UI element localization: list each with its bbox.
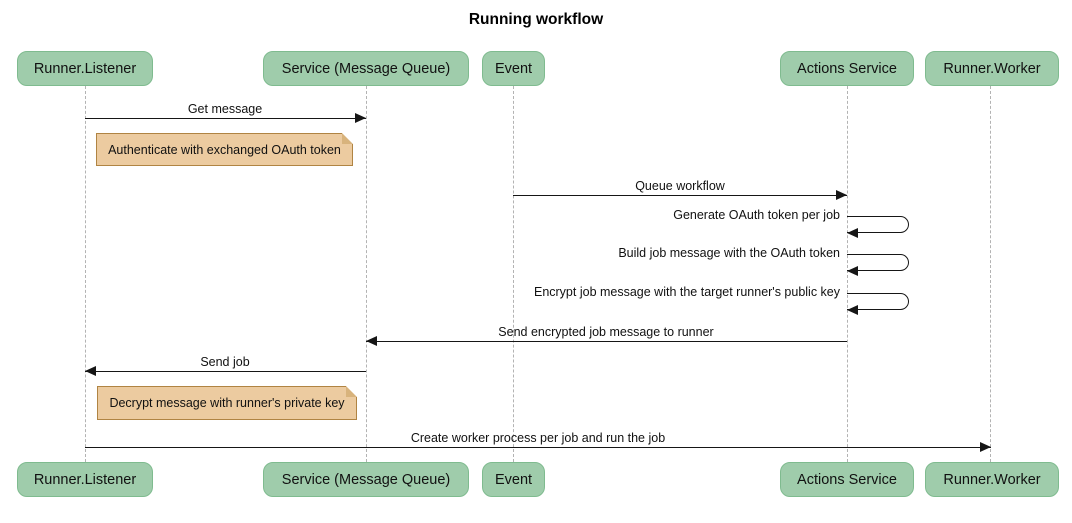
message-label-create-worker: Create worker process per job and run th… [410, 431, 666, 445]
note-authenticate-label: Authenticate with exchanged OAuth token [108, 142, 341, 157]
actor-service-message-queue-top: Service (Message Queue) [263, 51, 469, 86]
arrowhead-left-icon [85, 366, 96, 376]
message-label-encrypt-job-message: Encrypt job message with the target runn… [533, 285, 840, 299]
arrowhead-right-icon [980, 442, 991, 452]
note-authenticate: Authenticate with exchanged OAuth token [96, 133, 353, 166]
arrowhead-left-icon [847, 228, 858, 238]
lifeline-service-message-queue [366, 86, 367, 462]
self-loop-encrypt-job-message [847, 293, 909, 310]
message-label-queue-workflow: Queue workflow [635, 179, 725, 193]
message-label-send-job: Send job [200, 355, 250, 369]
arrowhead-right-icon [836, 190, 847, 200]
note-fold-icon [346, 386, 357, 397]
note-fold-icon [342, 133, 353, 144]
arrowhead-right-icon [355, 113, 366, 123]
self-loop-generate-token [847, 216, 909, 233]
lifeline-runner-listener [85, 86, 86, 462]
message-arrow-queue-workflow [513, 195, 847, 196]
lifeline-runner-worker [990, 86, 991, 462]
self-loop-build-job-message [847, 254, 909, 271]
message-label-get-message: Get message [187, 102, 263, 116]
note-decrypt-label: Decrypt message with runner's private ke… [109, 396, 345, 410]
lifeline-event [513, 86, 514, 462]
arrowhead-left-icon [847, 266, 858, 276]
actor-event-bottom: Event [482, 462, 545, 497]
actor-runner-listener-bottom: Runner.Listener [17, 462, 153, 497]
message-label-generate-token: Generate OAuth token per job [673, 208, 840, 222]
diagram-title: Running workflow [468, 11, 604, 28]
actor-actions-service-top: Actions Service [780, 51, 914, 86]
actor-runner-worker-bottom: Runner.Worker [925, 462, 1059, 497]
actor-actions-service-bottom: Actions Service [780, 462, 914, 497]
message-label-build-job-message: Build job message with the OAuth token [618, 246, 840, 260]
message-label-send-encrypted: Send encrypted job message to runner [498, 325, 714, 339]
actor-runner-worker-top: Runner.Worker [925, 51, 1059, 86]
actor-event-top: Event [482, 51, 545, 86]
message-arrow-send-encrypted [366, 341, 847, 342]
arrowhead-left-icon [366, 336, 377, 346]
actor-service-message-queue-bottom: Service (Message Queue) [263, 462, 469, 497]
actor-runner-listener-top: Runner.Listener [17, 51, 153, 86]
message-arrow-send-job [85, 371, 366, 372]
message-arrow-create-worker [85, 447, 991, 448]
arrowhead-left-icon [847, 305, 858, 315]
note-decrypt: Decrypt message with runner's private ke… [97, 386, 357, 420]
message-arrow-get-message [85, 118, 366, 119]
